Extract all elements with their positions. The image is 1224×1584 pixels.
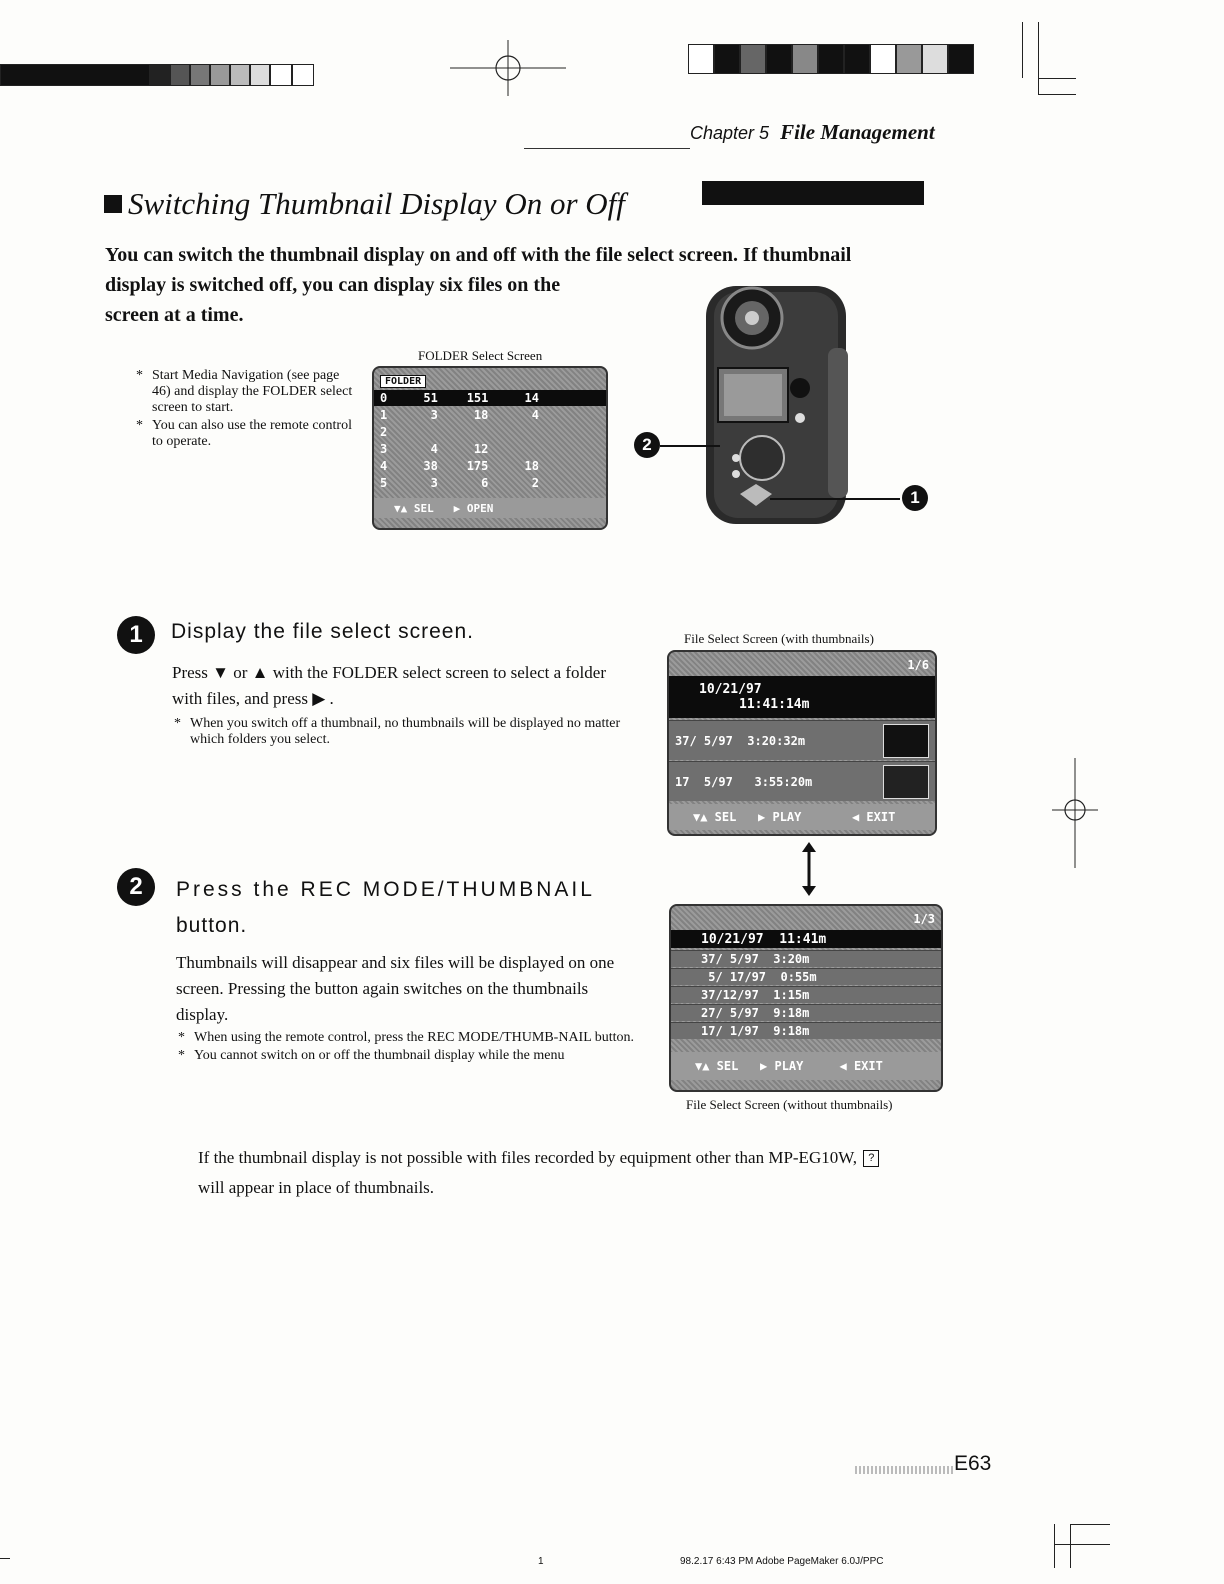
nothumb-row-selected: 10/21/97 11:41m bbox=[671, 930, 941, 948]
thumb-page-counter: 1/6 bbox=[907, 658, 929, 672]
page-number: E63 bbox=[954, 1452, 992, 1475]
chapter-heading: Chapter 5 File Management bbox=[690, 120, 935, 145]
crop-mark bbox=[1038, 78, 1076, 79]
nothumb-screen-footer: ▼▲ SEL ▶ PLAY ◀ EXIT bbox=[671, 1052, 941, 1080]
prep-note: You can also use the remote control to o… bbox=[136, 418, 358, 450]
crop-mark bbox=[1054, 1524, 1055, 1568]
thumbnail-image bbox=[883, 723, 929, 758]
step-1-note: When you switch off a thumbnail, no thum… bbox=[174, 716, 650, 748]
callout-one: 1 bbox=[902, 485, 928, 511]
prep-note: Start Media Navigation (see page 46) and… bbox=[136, 368, 358, 416]
thumb-time: 11:41:14m bbox=[739, 697, 810, 712]
folder-select-screen: FOLDER 0 51 151 14 1 3 18 4 2 3 4 12 4 3… bbox=[372, 366, 608, 530]
crop-mark bbox=[1022, 22, 1023, 78]
crop-mark bbox=[1038, 94, 1076, 95]
callout-two: 2 bbox=[634, 432, 660, 458]
slug-right: 98.2.17 6:43 PM Adobe PageMaker 6.0J/PPC bbox=[680, 1556, 884, 1567]
step-1-notes: When you switch off a thumbnail, no thum… bbox=[174, 716, 650, 750]
intro-paragraph: You can switch the thumbnail display on … bbox=[105, 240, 935, 330]
bullet-square-icon bbox=[104, 195, 122, 213]
step-2-body-line: display. bbox=[176, 1005, 229, 1024]
registration-bar-right bbox=[688, 44, 974, 74]
folder-screen-header: FOLDER bbox=[374, 372, 606, 390]
intro-line: display is switched off, you can display… bbox=[105, 274, 561, 296]
step-1-body-line: with files, and press ▶ . bbox=[172, 689, 334, 708]
toggle-arrow-icon bbox=[802, 842, 816, 896]
file-select-screen-no-thumbnails: 1/3 10/21/97 11:41m 37/ 5/97 3:20m 5/ 17… bbox=[669, 904, 943, 1092]
step-2-title-line: Press the REC MODE/THUMBNAIL bbox=[176, 878, 595, 901]
nothumb-row: 37/ 5/97 3:20m bbox=[671, 950, 941, 967]
step-2-body-line: screen. Pressing the button again switch… bbox=[176, 979, 589, 998]
intro-line: You can switch the thumbnail display on … bbox=[105, 244, 852, 266]
thumb-screen-caption: File Select Screen (with thumbnails) bbox=[684, 631, 874, 646]
folder-row: 1 3 18 4 bbox=[380, 408, 539, 422]
footnote: If the thumbnail display is not possible… bbox=[198, 1143, 880, 1203]
nothumb-row: 17/ 1/97 9:18m bbox=[671, 1022, 941, 1039]
nothumb-row: 27/ 5/97 9:18m bbox=[671, 1004, 941, 1021]
intro-line: screen at a time. bbox=[105, 304, 244, 326]
thumb-screen-header: 1/6 bbox=[669, 656, 935, 674]
thumb-screen-footer: ▼▲ SEL ▶ PLAY ◀ EXIT bbox=[669, 804, 935, 830]
thumb-date: 10/21/97 bbox=[699, 682, 762, 697]
step-1-body-line: Press ▼ or ▲ with the FOLDER select scre… bbox=[172, 663, 606, 682]
step-2-note: When using the remote control, press the… bbox=[178, 1030, 654, 1046]
section-title-text: Switching Thumbnail Display On or Off bbox=[128, 186, 625, 221]
thumb-row-text: 37/ 5/97 3:20:32m bbox=[675, 733, 806, 748]
footnote-line: If the thumbnail display is not possible… bbox=[198, 1148, 857, 1167]
folder-row: 4 38 175 18 bbox=[380, 459, 539, 473]
crop-mark bbox=[0, 1558, 10, 1559]
chapter-rule bbox=[524, 148, 690, 149]
folder-row: 3 4 12 bbox=[380, 442, 539, 456]
folder-tag: FOLDER bbox=[380, 374, 427, 388]
crop-mark bbox=[1038, 22, 1039, 94]
step-2-number: 2 bbox=[117, 868, 155, 906]
step-1-number: 1 bbox=[117, 616, 155, 654]
registration-crosshair-top bbox=[450, 40, 566, 96]
folder-row: 2 bbox=[380, 425, 388, 439]
title-bar bbox=[702, 181, 924, 205]
thumb-row-selected: 10/21/97 11:41:14m bbox=[669, 676, 935, 718]
prep-notes: Start Media Navigation (see page 46) and… bbox=[136, 368, 358, 452]
thumbnail-image bbox=[883, 764, 929, 799]
folder-screen-footer: ▼▲ SEL ▶ OPEN bbox=[374, 498, 606, 518]
crop-mark bbox=[1070, 1524, 1071, 1568]
step-2-title-line: button. bbox=[176, 914, 248, 937]
footnote-line: will appear in place of thumbnails. bbox=[198, 1178, 435, 1197]
step-2-body-line: Thumbnails will disappear and six files … bbox=[176, 953, 615, 972]
nothumb-row: 5/ 17/97 0:55m bbox=[671, 968, 941, 985]
slug-left: 1 bbox=[538, 1556, 544, 1567]
thumb-row: 37/ 5/97 3:20:32m bbox=[669, 720, 935, 760]
folder-screen-caption: FOLDER Select Screen bbox=[418, 348, 543, 363]
folder-row-selected: 0 51 151 14 bbox=[374, 390, 606, 406]
step-2-body: Thumbnails will disappear and six files … bbox=[176, 950, 656, 1028]
step-2-title: Press the REC MODE/THUMBNAIL button. bbox=[176, 872, 595, 944]
nothumb-row: 37/12/97 1:15m bbox=[671, 986, 941, 1003]
chapter-label: Chapter 5 bbox=[690, 123, 770, 143]
section-title: Switching Thumbnail Display On or Off bbox=[104, 186, 625, 222]
folder-row: 5 3 6 2 bbox=[380, 476, 539, 490]
step-1-title: Display the file select screen. bbox=[171, 620, 474, 643]
nothumb-page-counter: 1/3 bbox=[913, 912, 935, 926]
step-2-notes: When using the remote control, press the… bbox=[178, 1030, 654, 1066]
callout-leader bbox=[770, 498, 900, 500]
thumb-row: 17 5/97 3:55:20m bbox=[669, 761, 935, 801]
crop-mark bbox=[1054, 1544, 1110, 1545]
file-select-screen-thumbnails: 1/6 10/21/97 11:41:14m 37/ 5/97 3:20:32m… bbox=[667, 650, 937, 836]
registration-bar-left bbox=[0, 64, 314, 86]
registration-crosshair-right bbox=[1052, 758, 1098, 868]
callout-leader bbox=[660, 445, 720, 447]
crop-mark bbox=[1070, 1524, 1110, 1525]
nothumb-screen-caption: File Select Screen (without thumbnails) bbox=[686, 1097, 893, 1112]
chapter-title: File Management bbox=[780, 120, 935, 144]
step-2-note: You cannot switch on or off the thumbnai… bbox=[178, 1048, 654, 1064]
camera-illustration bbox=[706, 286, 848, 524]
step-1-body: Press ▼ or ▲ with the FOLDER select scre… bbox=[172, 660, 652, 712]
nothumb-screen-header: 1/3 bbox=[671, 910, 941, 928]
unknown-file-icon: ? bbox=[863, 1150, 880, 1167]
thumb-row-text: 17 5/97 3:55:20m bbox=[675, 774, 813, 789]
page-number-texture bbox=[855, 1466, 955, 1474]
